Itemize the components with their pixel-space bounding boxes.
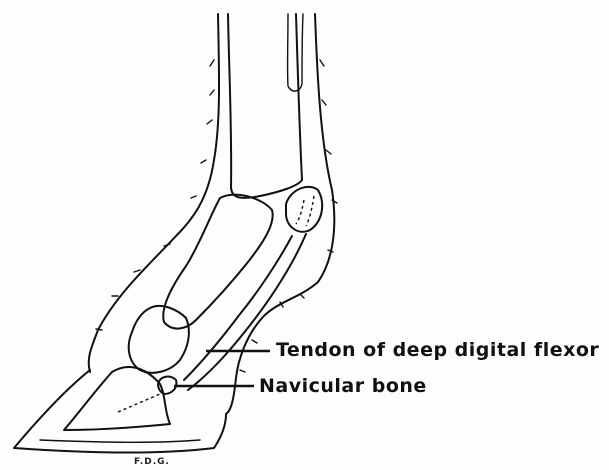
sesamoid-detail bbox=[296, 196, 314, 226]
sesamoid-bone bbox=[286, 187, 322, 232]
navicular-joint bbox=[118, 394, 160, 412]
short-pastern-bone bbox=[129, 306, 189, 373]
flexor-tendon-back bbox=[188, 234, 306, 390]
hoof-sole bbox=[40, 440, 200, 442]
cannon-bone bbox=[228, 14, 302, 198]
label-tendon-deep-digital-flexor: Tendon of deep digital flexor bbox=[276, 339, 599, 361]
hair-detail bbox=[96, 60, 337, 372]
skin-outline-front bbox=[89, 14, 219, 372]
artist-initials: F.D.G. bbox=[134, 457, 170, 467]
long-pastern-bone bbox=[163, 195, 272, 329]
splint-bone bbox=[288, 14, 303, 91]
label-navicular-bone: Navicular bone bbox=[259, 375, 427, 397]
coffin-bone bbox=[64, 367, 170, 430]
